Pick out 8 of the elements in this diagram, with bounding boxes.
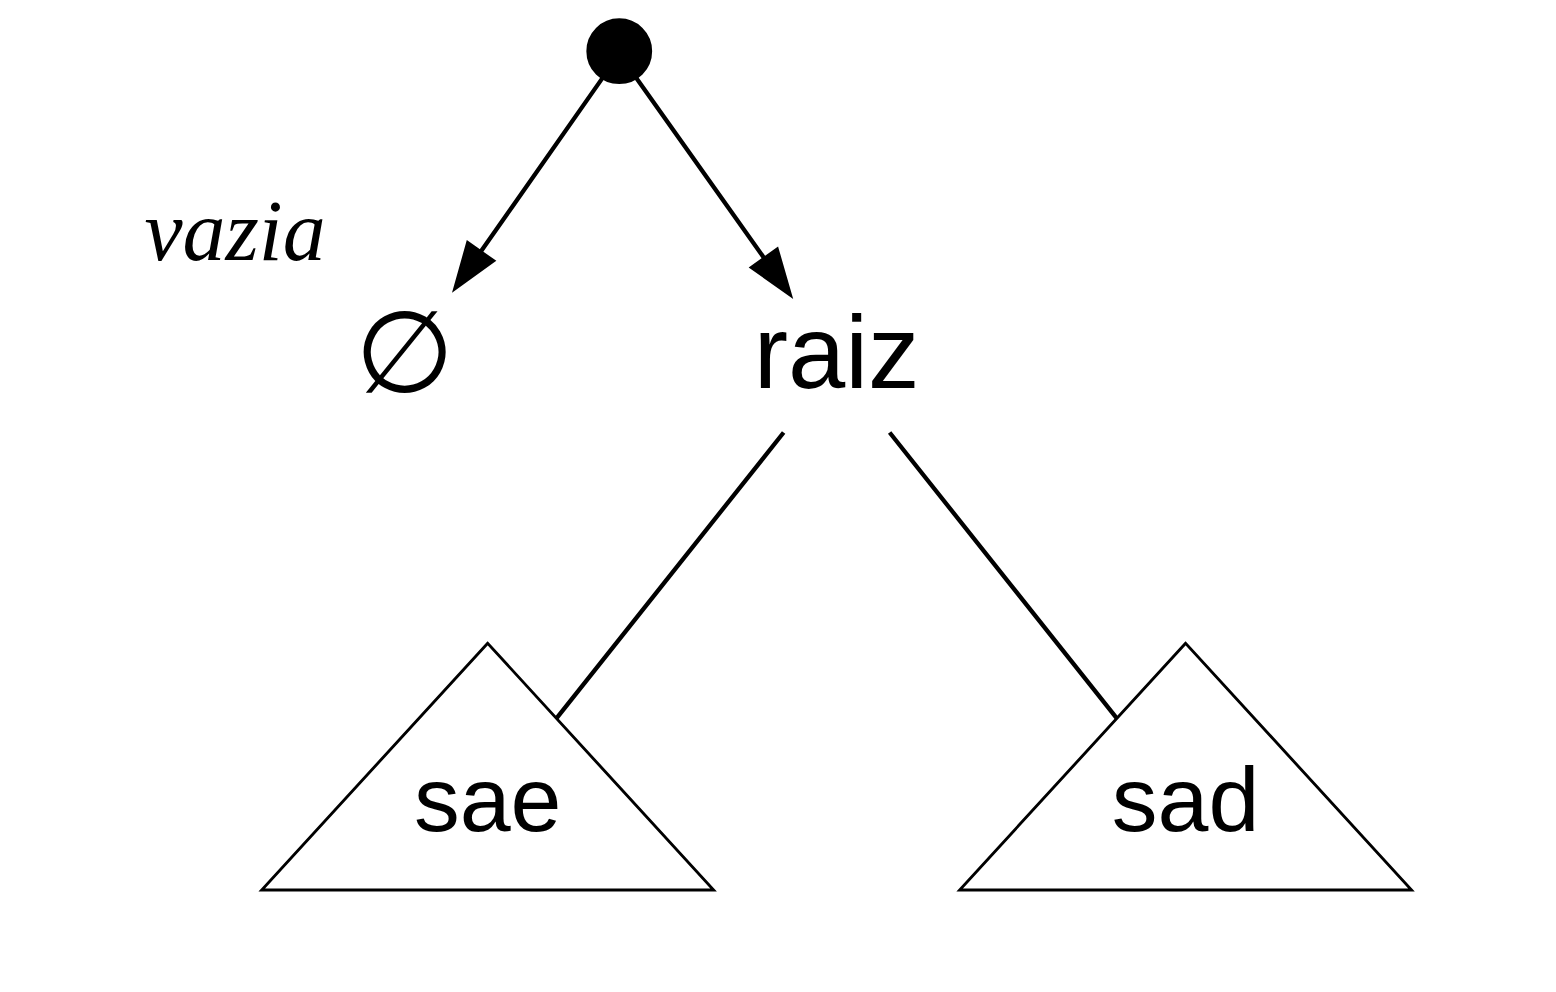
node-text: raiz <box>753 295 920 411</box>
node-text: ∅ <box>355 287 455 416</box>
arrow <box>452 76 605 293</box>
node-label: vazia <box>144 184 326 280</box>
node-circle <box>586 18 653 85</box>
connector <box>555 431 786 720</box>
arrow <box>634 76 794 299</box>
connector <box>887 431 1119 720</box>
